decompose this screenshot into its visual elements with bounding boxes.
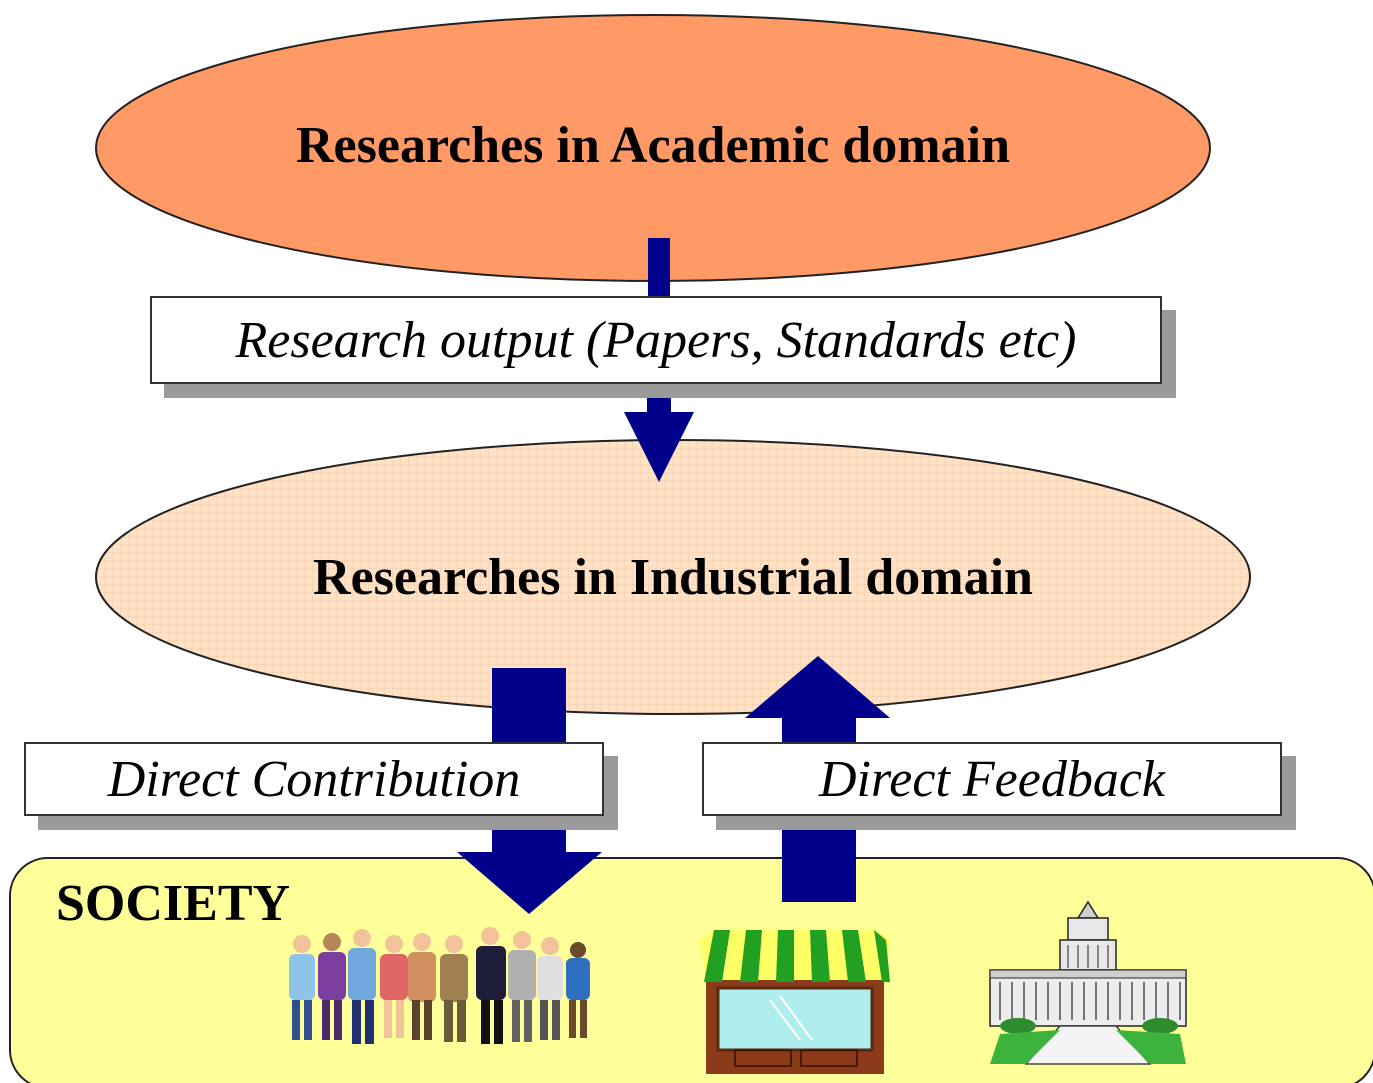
academic-domain-label: Researches in Academic domain: [296, 117, 1010, 174]
research-output-box: Research output (Papers, Standards etc): [150, 296, 1162, 384]
industrial-domain-label: Researches in Industrial domain: [313, 549, 1033, 606]
feedback-arrow-head: [745, 656, 890, 718]
contribution-arrow-head: [457, 852, 602, 914]
shop-icon: [700, 930, 890, 1074]
parliament-building-icon: [989, 900, 1187, 1065]
output-arrow-shaft-top: [648, 238, 670, 300]
direct-feedback-label: Direct Feedback: [819, 750, 1165, 808]
society-label: SOCIETY: [56, 875, 291, 932]
output-arrow-head: [624, 398, 694, 482]
direct-contribution-label: Direct Contribution: [107, 750, 521, 808]
direct-contribution-box: Direct Contribution: [24, 742, 604, 816]
research-output-label: Research output (Papers, Standards etc): [235, 311, 1077, 369]
direct-feedback-box: Direct Feedback: [702, 742, 1282, 816]
people-group-icon: [289, 927, 590, 1044]
